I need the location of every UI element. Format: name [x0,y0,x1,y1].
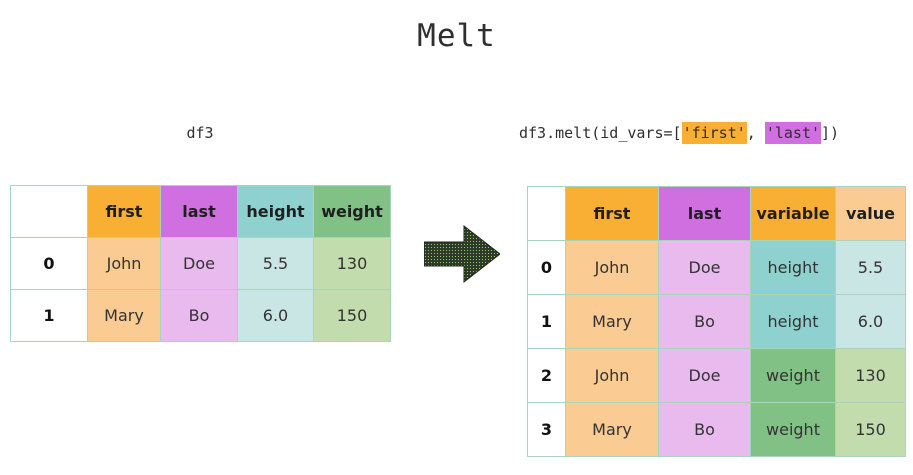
row-index-2: 2 [527,348,566,403]
cell-last-2: Doe [658,348,751,403]
corner-cell [10,185,88,238]
table-row: 1 Mary Bo 6.0 150 [10,289,391,342]
right-arrow-icon [424,224,500,284]
cell-value-0: 5.5 [835,240,906,295]
row-index-3: 3 [527,402,566,457]
cell-variable-2: weight [750,348,836,403]
table-header-row: first last variable value [527,186,906,241]
table-row: 2 John Doe weight 130 [527,348,906,403]
row-index-1: 1 [10,289,88,342]
cell-first-2: John [565,348,659,403]
corner-cell [527,186,566,241]
cell-weight-0: 130 [313,237,391,290]
caption-separator: , [746,124,765,142]
table-row: 0 John Doe height 5.5 [527,240,906,295]
row-index-1: 1 [527,294,566,349]
table-row: 0 John Doe 5.5 130 [10,237,391,290]
column-header-last: last [658,186,751,241]
row-index-0: 0 [10,237,88,290]
cell-first-1: Mary [87,289,161,342]
row-index-0: 0 [527,240,566,295]
cell-last-1: Bo [658,294,751,349]
dataframe-df3-table: first last height weight 0 John Doe 5.5 … [10,185,391,342]
melted-dataframe-table: first last variable value 0 John Doe hei… [527,186,906,457]
cell-last-3: Bo [658,402,751,457]
cell-variable-0: height [750,240,836,295]
caption-suffix: ]) [821,124,840,142]
caption-idvar-last: 'last' [764,122,822,144]
cell-value-2: 130 [835,348,906,403]
caption-idvar-first: 'first' [681,122,747,144]
caption-prefix: df3.melt(id_vars=[ [519,124,682,142]
cell-last-1: Bo [160,289,238,342]
table-row: 1 Mary Bo height 6.0 [527,294,906,349]
column-header-first: first [565,186,659,241]
table-row: 3 Mary Bo weight 150 [527,402,906,457]
column-header-variable: variable [750,186,836,241]
cell-first-3: Mary [565,402,659,457]
cell-height-1: 6.0 [237,289,314,342]
cell-variable-3: weight [750,402,836,457]
cell-value-1: 6.0 [835,294,906,349]
column-header-value: value [835,186,906,241]
left-table-caption: df3 [186,124,214,142]
cell-first-1: Mary [565,294,659,349]
column-header-first: first [87,185,161,238]
cell-weight-1: 150 [313,289,391,342]
column-header-last: last [160,185,238,238]
table-header-row: first last height weight [10,185,391,238]
cell-last-0: Doe [160,237,238,290]
cell-first-0: John [87,237,161,290]
cell-height-0: 5.5 [237,237,314,290]
cell-variable-1: height [750,294,836,349]
cell-first-0: John [565,240,659,295]
cell-value-3: 150 [835,402,906,457]
column-header-weight: weight [313,185,391,238]
cell-last-0: Doe [658,240,751,295]
column-header-height: height [237,185,314,238]
page-title: Melt [417,18,496,54]
right-table-caption: df3.melt(id_vars=['first', 'last']) [519,122,905,144]
